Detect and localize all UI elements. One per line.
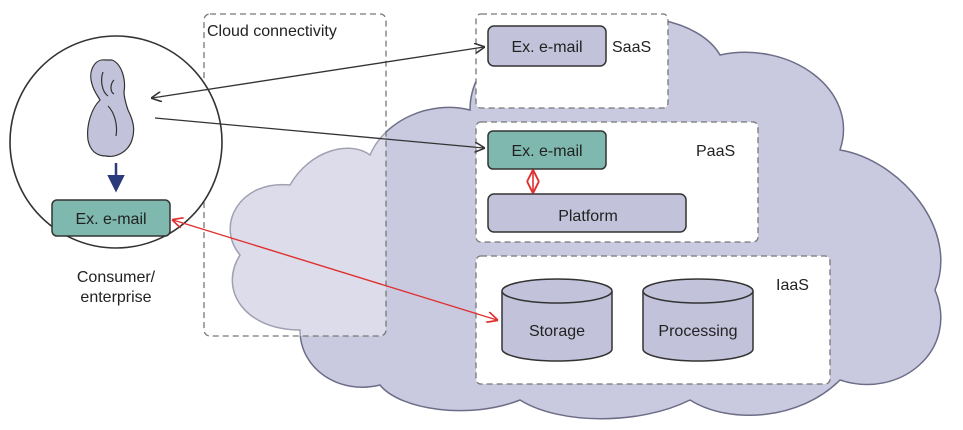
- paas-label: PaaS: [696, 143, 735, 160]
- cloud-connectivity-box: [203, 13, 387, 337]
- saas-email-label: Ex. e-mail: [511, 39, 582, 56]
- saas-label: SaaS: [612, 39, 651, 56]
- processing-label: Processing: [658, 323, 737, 340]
- paas-email-label: Ex. e-mail: [511, 143, 582, 160]
- storage-cylinder: [501, 278, 613, 362]
- iaas-label: IaaS: [776, 277, 809, 294]
- consumer-email-app: [51, 199, 171, 237]
- platform-label: Platform: [558, 208, 618, 225]
- consumer-paas-arrow: [154, 117, 484, 148]
- platform-box: [487, 193, 687, 233]
- consumer-label-line2: enterprise: [80, 289, 151, 306]
- saas-email-app: [487, 25, 607, 67]
- processing-cylinder: [642, 278, 754, 362]
- person-on-phone-icon: [87, 59, 135, 157]
- consumer-email-label: Ex. e-mail: [75, 211, 146, 228]
- consumer-saas-arrow: [152, 47, 484, 98]
- consumer-label-line1: Consumer/: [77, 269, 156, 286]
- cloud-connectivity-label: Cloud connectivity: [207, 23, 337, 40]
- storage-label: Storage: [529, 323, 585, 340]
- consumer-storage-red-arrow: [173, 220, 497, 320]
- paas-email-app: [487, 130, 607, 170]
